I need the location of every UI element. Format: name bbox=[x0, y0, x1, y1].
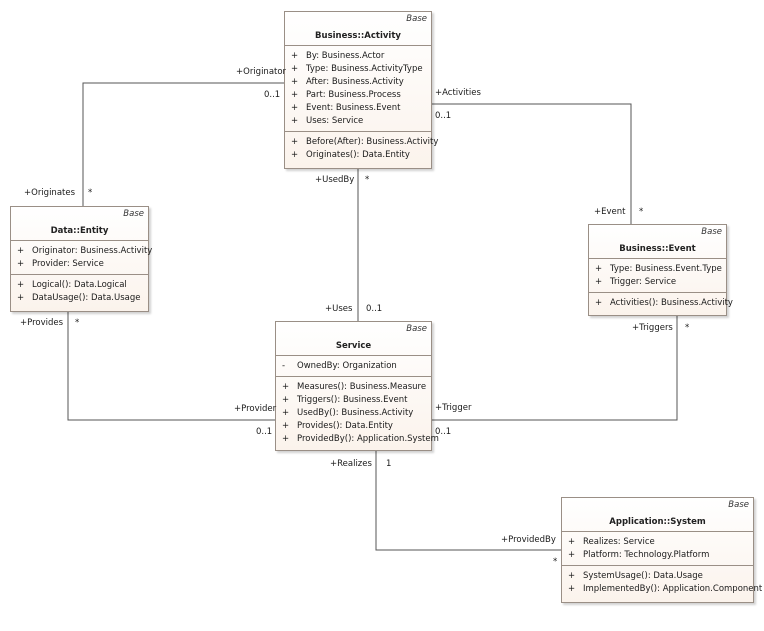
attribute-row[interactable]: +Uses: Service bbox=[291, 116, 364, 126]
role-provides: +Provides bbox=[20, 318, 64, 328]
class-name: Business::Activity bbox=[315, 31, 401, 41]
stereotype-label: Base bbox=[728, 500, 749, 510]
attribute-row[interactable]: +Type: Business.Event.Type bbox=[595, 264, 722, 274]
operation-row[interactable]: +DataUsage(): Data.Usage bbox=[17, 293, 141, 303]
mult-event: * bbox=[639, 207, 644, 217]
class-business-event[interactable]: Base Business::Event +Type: Business.Eve… bbox=[588, 224, 733, 316]
mult-provider: 0..1 bbox=[256, 427, 273, 437]
operations-section: +Logical(): Data.Logical +DataUsage(): D… bbox=[11, 275, 148, 308]
attributes-section: +Type: Business.Event.Type +Trigger: Ser… bbox=[589, 259, 726, 293]
assoc-activity-entity[interactable] bbox=[82, 82, 284, 206]
assoc-service-system[interactable] bbox=[375, 451, 561, 551]
role-triggers: +Triggers bbox=[632, 323, 673, 333]
mult-realizes: 1 bbox=[386, 459, 392, 469]
attribute-row[interactable]: +Realizes: Service bbox=[568, 537, 655, 547]
role-providedby: +ProvidedBy bbox=[501, 535, 556, 545]
mult-originates: * bbox=[88, 188, 93, 198]
mult-providedby: * bbox=[553, 557, 558, 567]
class-name: Data::Entity bbox=[50, 226, 109, 236]
stereotype-label: Base bbox=[701, 227, 722, 237]
attributes-section: +Realizes: Service +Platform: Technology… bbox=[562, 532, 753, 566]
mult-trigger: 0..1 bbox=[435, 427, 452, 437]
mult-activities: 0..1 bbox=[435, 111, 452, 121]
operation-row[interactable]: +UsedBy(): Business.Activity bbox=[282, 408, 414, 418]
assoc-entity-service[interactable] bbox=[67, 312, 275, 421]
class-business-activity[interactable]: Base Business::Activity +By: Business.Ac… bbox=[284, 11, 439, 169]
operation-row[interactable]: +Provides(): Data.Entity bbox=[282, 421, 393, 431]
assoc-event-service[interactable] bbox=[432, 316, 678, 421]
mult-originator: 0..1 bbox=[264, 90, 281, 100]
attributes-section: +By: Business.Actor +Type: Business.Acti… bbox=[285, 46, 431, 132]
operation-row[interactable]: +ProvidedBy(): Application.System bbox=[282, 434, 439, 444]
stereotype-label: Base bbox=[406, 14, 427, 24]
class-name: Service bbox=[335, 341, 372, 351]
role-trigger: +Trigger bbox=[435, 403, 472, 413]
operations-section: +Before(After): Business.Activity +Origi… bbox=[285, 132, 439, 165]
class-name: Business::Event bbox=[619, 244, 696, 254]
class-name: Application::System bbox=[609, 517, 706, 527]
attribute-row[interactable]: +Platform: Technology.Platform bbox=[568, 550, 710, 560]
attribute-row[interactable]: +Part: Business.Process bbox=[291, 90, 401, 100]
mult-triggers: * bbox=[685, 323, 690, 333]
attributes-section: +Originator: Business.Activity +Provider… bbox=[11, 241, 153, 275]
role-uses: +Uses bbox=[325, 304, 353, 314]
attribute-row[interactable]: +Type: Business.ActivityType bbox=[291, 64, 423, 74]
attribute-row[interactable]: +Event: Business.Event bbox=[291, 103, 401, 113]
attribute-row[interactable]: -OwnedBy: Organization bbox=[282, 361, 397, 371]
attribute-row[interactable]: +Trigger: Service bbox=[595, 277, 677, 287]
class-application-system[interactable]: Base Application::System +Realizes: Serv… bbox=[561, 497, 763, 603]
class-service[interactable]: Base Service -OwnedBy: Organization +Mea… bbox=[275, 321, 439, 451]
operation-row[interactable]: +Logical(): Data.Logical bbox=[17, 280, 127, 290]
attributes-section: -OwnedBy: Organization bbox=[276, 356, 431, 377]
role-provider: +Provider bbox=[234, 404, 277, 414]
operation-row[interactable]: +ImplementedBy(): Application.Component bbox=[568, 584, 763, 594]
role-realizes: +Realizes bbox=[330, 459, 372, 469]
class-data-entity[interactable]: Base Data::Entity +Originator: Business.… bbox=[10, 206, 153, 312]
role-originator: +Originator bbox=[236, 67, 287, 77]
operations-section: +SystemUsage(): Data.Usage +ImplementedB… bbox=[562, 566, 763, 599]
operation-row[interactable]: +SystemUsage(): Data.Usage bbox=[568, 571, 703, 581]
attribute-row[interactable]: +Originator: Business.Activity bbox=[17, 246, 153, 256]
operation-row[interactable]: +Triggers(): Business.Event bbox=[282, 395, 408, 405]
role-activities: +Activities bbox=[435, 88, 481, 98]
mult-uses: 0..1 bbox=[366, 304, 383, 314]
assoc-activity-event[interactable] bbox=[432, 103, 632, 224]
attribute-row[interactable]: +Provider: Service bbox=[17, 259, 104, 269]
stereotype-label: Base bbox=[123, 209, 144, 219]
operation-row[interactable]: +Measures(): Business.Measure bbox=[282, 382, 427, 392]
operation-row[interactable]: +Activities(): Business.Activity bbox=[595, 298, 733, 308]
attribute-row[interactable]: +By: Business.Actor bbox=[291, 51, 385, 61]
operations-section: +Measures(): Business.Measure +Triggers(… bbox=[276, 377, 439, 449]
operations-section: +Activities(): Business.Activity bbox=[589, 293, 733, 313]
role-usedby: +UsedBy bbox=[315, 175, 355, 185]
operation-row[interactable]: +Before(After): Business.Activity bbox=[291, 137, 439, 147]
role-event: +Event bbox=[594, 207, 626, 217]
role-originates: +Originates bbox=[24, 188, 76, 198]
mult-usedby: * bbox=[365, 175, 370, 185]
stereotype-label: Base bbox=[406, 324, 427, 334]
operation-row[interactable]: +Originates(): Data.Entity bbox=[291, 150, 410, 160]
mult-provides: * bbox=[75, 318, 80, 328]
attribute-row[interactable]: +After: Business.Activity bbox=[291, 77, 404, 87]
